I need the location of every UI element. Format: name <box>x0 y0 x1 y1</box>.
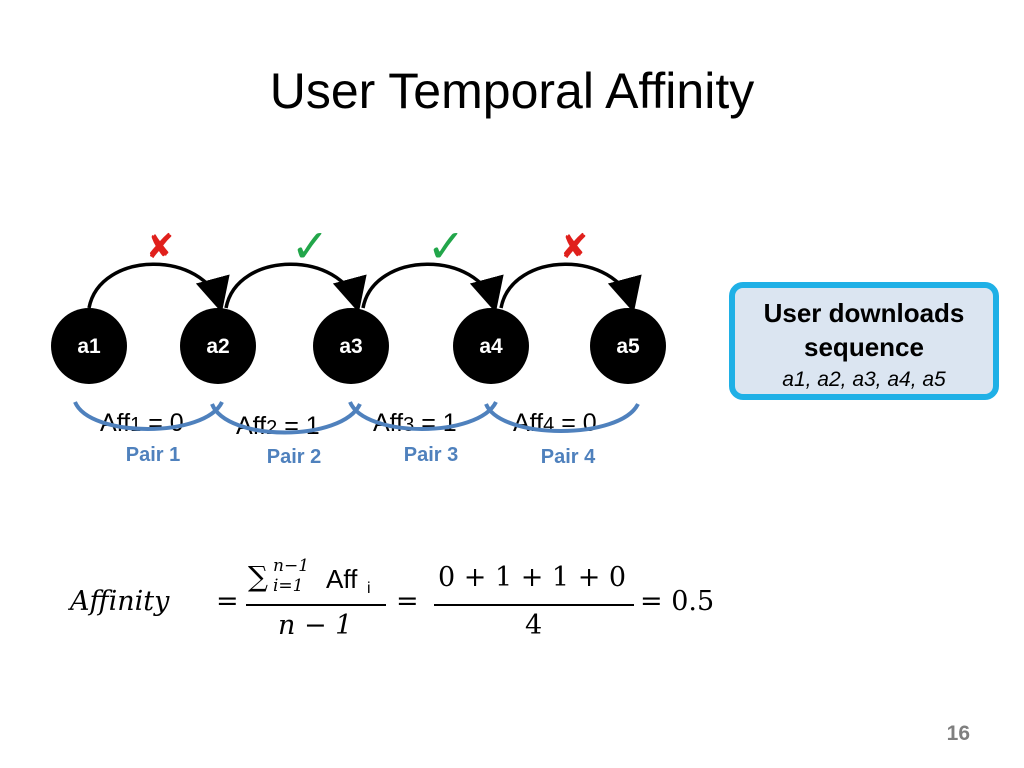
formula-result: = 0.5 <box>640 586 715 617</box>
page-number: 16 <box>946 722 970 745</box>
pair-brace-4 <box>484 402 640 433</box>
node-a1-circle <box>51 308 127 384</box>
fraction-bar-1 <box>246 604 386 606</box>
node-a2-label: a2 <box>206 335 229 358</box>
arc-a1-a2 <box>87 262 230 313</box>
formula-lhs: Affinity <box>70 586 170 617</box>
pair-label-3: Pair 3 <box>404 444 458 466</box>
fraction-bar-2 <box>434 604 634 606</box>
formula-sum-term-index: i <box>367 580 371 597</box>
transition-mark-4: ✘ <box>560 227 589 267</box>
node-a4-circle <box>453 308 529 384</box>
pair-brace-1 <box>73 400 224 431</box>
pair-label-1: Pair 1 <box>126 444 180 466</box>
formula-denominator: n − 1 <box>278 610 353 641</box>
aff-label-1: Aff1 = 0 <box>100 409 184 437</box>
aff-label-3: Aff3 = 1 <box>373 409 457 437</box>
formula-numerator-2: 0 + 1 + 1 + 0 <box>438 562 627 593</box>
pair-label-4: Pair 4 <box>541 446 596 468</box>
downloads-sequence-box: User downloads sequence a1, a2, a3, a4, … <box>729 282 999 400</box>
slide-title: User Temporal Affinity <box>269 63 755 119</box>
node-a3-circle <box>313 308 389 384</box>
formula-equals-2: = <box>396 586 419 617</box>
arc-a3-a4 <box>361 262 504 313</box>
formula-sum-term: Aff <box>326 564 358 594</box>
pair-label-2: Pair 2 <box>267 446 321 468</box>
node-a1-label: a1 <box>77 335 101 358</box>
formula-equals-1: = <box>216 586 239 617</box>
formula-sum-upper: n−1 <box>273 556 310 576</box>
sequence-box-title: User downloads sequence <box>763 298 965 362</box>
arc-a2-a3 <box>224 262 367 313</box>
formula-denominator-2: 4 <box>525 610 543 641</box>
transition-mark-1: ✘ <box>146 227 175 267</box>
node-a5-circle <box>590 308 666 384</box>
aff-label-2: Aff2 = 1 <box>236 412 320 440</box>
transition-mark-3: ✓ <box>427 219 466 273</box>
arc-a4-a5 <box>499 262 642 313</box>
node-a3-label: a3 <box>339 335 362 358</box>
transition-mark-2: ✓ <box>291 219 330 273</box>
pair-brace-3 <box>348 400 498 431</box>
node-a5-label: a5 <box>616 335 640 358</box>
pair-brace-2 <box>210 402 362 435</box>
node-a2-circle <box>180 308 256 384</box>
affinity-formula: Affinity = ∑ n−1 i=1 Aff i n − 1 = 0 + 1… <box>70 556 770 650</box>
formula-sum-lower: i=1 <box>273 576 304 596</box>
sequence-box-items: a1, a2, a3, a4, a5 <box>782 368 946 391</box>
node-a4-label: a4 <box>479 335 503 358</box>
formula-sum-symbol: ∑ <box>248 560 268 593</box>
